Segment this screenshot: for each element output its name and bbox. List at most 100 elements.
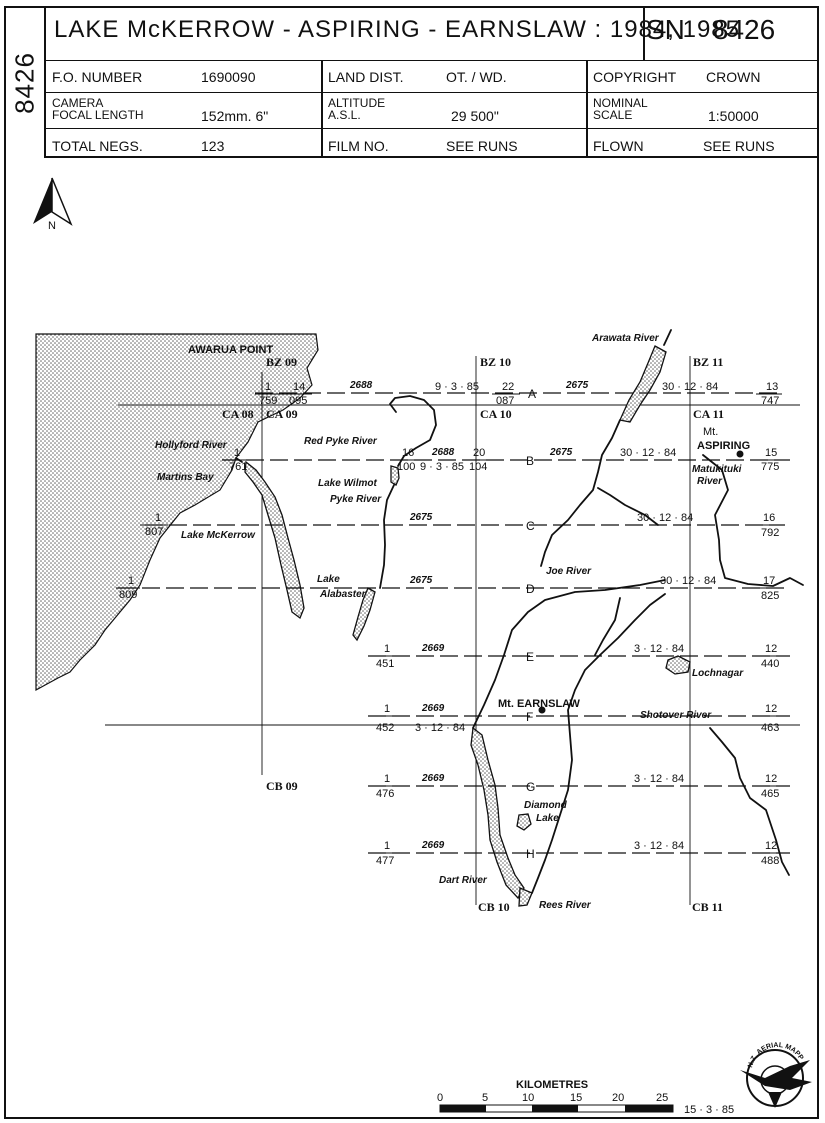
label-red-pyke-river: Red Pyke River: [304, 436, 378, 447]
run-e-date: 3 · 12 · 84: [634, 643, 684, 655]
run-b-letter: B: [526, 454, 534, 468]
run-h-film: 2669: [421, 840, 445, 851]
run-a-film-right: 2675: [565, 380, 589, 391]
pyke-river-line: [379, 484, 395, 589]
lake-alabaster-shape: [352, 587, 376, 642]
label-rees-river: Rees River: [539, 900, 592, 911]
lake-lochnagar-shape: [665, 655, 691, 675]
side-code-cell: 8426: [6, 8, 46, 158]
label-matukituki-2: River: [697, 476, 723, 487]
label-lake-alabaster-1: Lake: [317, 574, 340, 585]
run-a-end-neg: 747: [761, 395, 779, 407]
run-d-start-neg: 809: [119, 589, 137, 601]
fo-number-value: 1690090: [201, 69, 256, 85]
grid-ca08: CA 08: [222, 407, 254, 421]
run-g-end-number: 12: [765, 773, 777, 785]
label-dart-river: Dart River: [439, 875, 488, 886]
label-martins-bay: Martins Bay: [157, 472, 214, 483]
row-camera: [44, 92, 817, 129]
run-e-letter: E: [526, 650, 534, 664]
run-g-start-number: 1: [384, 773, 390, 785]
run-f-start-neg: 452: [376, 722, 394, 734]
run-a-end-number: 13: [766, 381, 778, 393]
run-d-end-neg: 825: [761, 590, 779, 602]
scale-tick-10: 10: [522, 1092, 534, 1104]
grid-ca09: CA 09: [266, 407, 298, 421]
grid-ca11: CA 11: [693, 407, 724, 421]
scale-tick-20: 20: [612, 1092, 624, 1104]
label-pyke-river: Pyke River: [330, 494, 382, 505]
run-b-end-neg: 775: [761, 461, 779, 473]
run-g-start-neg: 476: [376, 788, 394, 800]
run-b-mid-a: 16: [402, 447, 414, 459]
arawata-river-line: [540, 329, 672, 567]
run-c-film: 2675: [409, 512, 433, 523]
row-fo: [44, 60, 817, 93]
run-a-left-end-number: 14: [293, 381, 305, 393]
run-h-letter: H: [526, 847, 535, 861]
copyright-value: CROWN: [706, 69, 761, 85]
scale-tick-25: 25: [656, 1092, 668, 1104]
title-row: [44, 8, 817, 61]
run-d-labels: 1 809 2675 D 30 · 12 · 84 17 825: [119, 575, 779, 602]
run-b-film-left: 2688: [431, 447, 455, 458]
grid-lines: [105, 356, 800, 905]
label-lake-wilmot: Lake Wilmot: [318, 478, 377, 489]
col-divider-2: [586, 60, 588, 158]
run-g-end-neg: 465: [761, 788, 779, 800]
shotover-river-line: [709, 727, 790, 876]
hydrography: [235, 329, 804, 907]
label-mt-aspiring-2: ASPIRING: [697, 440, 750, 452]
diamond-lake-shape: [516, 813, 532, 831]
label-mt-aspiring-1: Mt.: [703, 426, 718, 438]
frame-number-underlines: [116, 393, 782, 854]
flown-date-stamp: 15 · 3 · 85: [684, 1104, 734, 1116]
label-diamond-lake-1: Diamond: [524, 800, 568, 811]
col-divider-1: [321, 60, 323, 158]
grid-cb09: CB 09: [266, 779, 298, 793]
label-lake-alabaster-2: Alabaster: [319, 589, 367, 600]
run-a-start-neg: 759: [259, 395, 277, 407]
run-d-start-number: 1: [128, 575, 134, 587]
label-shotover-river: Shotover River: [640, 710, 712, 721]
run-g-date: 3 · 12 · 84: [634, 773, 684, 785]
label-awarua-point: AWARUA POINT: [188, 344, 273, 356]
lake-wilmot-shape: [390, 465, 400, 486]
header-block: 8426 LAKE McKERROW - ASPIRING - EARNSLAW…: [6, 8, 817, 158]
run-g-letter: G: [526, 780, 535, 794]
arawata-river-channel: [619, 345, 667, 423]
label-hollyford-river: Hollyford River: [155, 440, 228, 451]
run-b-end-number: 15: [765, 447, 777, 459]
run-h-start-neg: 477: [376, 855, 394, 867]
scale-value: 1:50000: [708, 108, 759, 124]
run-h-end-number: 12: [765, 840, 777, 852]
label-mt-earnslaw: Mt. EARNSLAW: [498, 698, 581, 710]
total-negs-value: 123: [201, 138, 225, 154]
scale-tick-15: 15: [570, 1092, 582, 1104]
scale-tick-0: 0: [437, 1092, 443, 1104]
label-joe-river: Joe River: [546, 566, 592, 577]
scale-bar: KILOMETRES 0 5 10 15 20 25 15 · 3 · 85: [437, 1079, 734, 1116]
flown-label: FLOWN: [593, 138, 644, 154]
grid-cb11: CB 11: [692, 900, 723, 914]
label-diamond-lake-2: Lake: [536, 813, 559, 824]
row-negs: [44, 128, 817, 158]
land-dist-label: LAND DIST.: [328, 69, 404, 85]
grid-bz11: BZ 11: [693, 355, 723, 369]
run-e-start-neg: 451: [376, 658, 394, 670]
land-dist-value: OT. / WD.: [446, 69, 507, 85]
run-a-labels: 1 14 759 095 2688 9 · 3 · 85 22 087 A 26…: [259, 380, 779, 407]
earnslaw-ridge-river: [531, 593, 666, 894]
run-e-end-neg: 440: [761, 658, 779, 670]
run-h-date: 3 · 12 · 84: [634, 840, 684, 852]
run-f-end-number: 12: [765, 703, 777, 715]
total-negs-label: TOTAL NEGS.: [52, 138, 143, 154]
red-pyke-river-line: [389, 395, 437, 467]
run-f-start-number: 1: [384, 703, 390, 715]
run-b-date-right: 30 · 12 · 84: [620, 447, 676, 459]
run-f-labels: 1 452 2669 3 · 12 · 84 F 12 463: [376, 703, 779, 734]
fo-number-label: F.O. NUMBER: [52, 69, 143, 85]
run-a-film-left: 2688: [349, 380, 373, 391]
